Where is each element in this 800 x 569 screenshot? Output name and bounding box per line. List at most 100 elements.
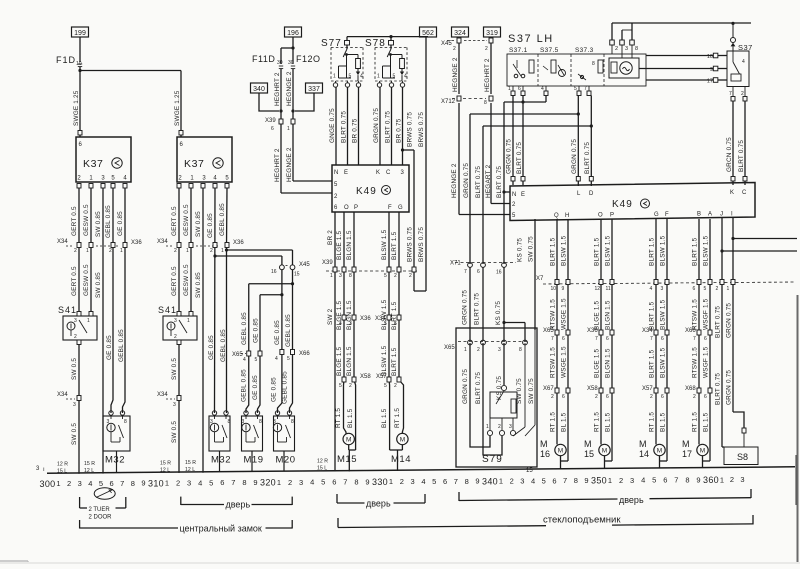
svg-text:1: 1 (187, 318, 190, 324)
svg-text:M14: M14 (391, 454, 411, 465)
svg-text:12 R: 12 R (317, 459, 328, 465)
svg-text:12 L: 12 L (160, 467, 170, 473)
svg-text:HEGHRT 2: HEGHRT 2 (484, 58, 491, 92)
svg-text:BLGE 1.5: BLGE 1.5 (336, 346, 343, 376)
svg-text:2: 2 (453, 46, 456, 52)
svg-text:M19: M19 (244, 455, 264, 466)
svg-text:X71: X71 (450, 261, 461, 267)
svg-text:SWGE 1.25: SWGE 1.25 (174, 90, 181, 126)
svg-text:4: 4 (213, 176, 217, 182)
svg-text:2: 2 (174, 334, 177, 340)
svg-text:3: 3 (520, 476, 524, 485)
svg-text:BL 1.5: BL 1.5 (561, 412, 568, 432)
svg-text:2: 2 (77, 176, 81, 182)
svg-text:2: 2 (288, 478, 292, 487)
svg-text:SW 0.85: SW 0.85 (95, 211, 102, 237)
svg-text:3: 3 (339, 273, 342, 279)
svg-text:BLSW 1.5: BLSW 1.5 (381, 229, 388, 260)
svg-text:M: M (346, 437, 351, 444)
svg-text:2 TUER: 2 TUER (89, 507, 111, 513)
svg-text:BLGN 1.5: BLGN 1.5 (605, 348, 612, 378)
svg-text:15: 15 (294, 272, 300, 278)
svg-text:SWGE 1.25: SWGE 1.25 (73, 90, 80, 126)
svg-text:X66: X66 (299, 351, 310, 357)
svg-text:15 R: 15 R (84, 461, 95, 467)
svg-text:11: 11 (606, 286, 611, 292)
svg-text:HEGHRT 2: HEGHRT 2 (274, 148, 281, 182)
svg-text:X66: X66 (685, 328, 696, 334)
svg-text:8: 8 (465, 477, 469, 486)
svg-text:16: 16 (540, 449, 550, 459)
svg-text:RTSW 1.5: RTSW 1.5 (692, 347, 699, 378)
svg-text:KS 0.75: KS 0.75 (496, 376, 503, 400)
svg-text:SW 0.85: SW 0.85 (95, 272, 102, 298)
svg-text:RT 1.5: RT 1.5 (649, 412, 656, 432)
svg-text:1: 1 (287, 126, 290, 132)
svg-text:8: 8 (519, 347, 522, 353)
svg-text:BLGE 1.5: BLGE 1.5 (336, 230, 343, 260)
svg-text:6: 6 (663, 476, 667, 485)
svg-text:I: I (731, 212, 733, 218)
svg-text:GERT 0.5: GERT 0.5 (71, 206, 78, 236)
svg-text:15 L: 15 L (317, 466, 327, 472)
svg-text:GRCN 0.75: GRCN 0.75 (726, 137, 733, 172)
svg-text:8: 8 (574, 476, 578, 485)
svg-text:X34: X34 (375, 316, 386, 322)
svg-text:X58: X58 (587, 386, 598, 392)
svg-text:6: 6 (180, 142, 184, 148)
svg-text:1: 1 (87, 318, 90, 324)
svg-text:2: 2 (74, 334, 77, 340)
svg-text:X39: X39 (322, 260, 333, 266)
svg-text:1: 1 (221, 248, 224, 254)
svg-text:BLRT 1.5: BLRT 1.5 (649, 237, 656, 266)
svg-text:S78: S78 (365, 38, 386, 49)
svg-text:S41: S41 (58, 305, 77, 315)
svg-text:X34: X34 (157, 392, 168, 398)
svg-text:GE 0.85: GE 0.85 (117, 211, 124, 236)
svg-text:K: K (376, 170, 380, 176)
svg-text:30: 30 (288, 60, 294, 66)
svg-text:4: 4 (650, 286, 653, 292)
svg-text:C: C (742, 190, 747, 196)
svg-text:BLRT 0.75: BLRT 0.75 (715, 373, 722, 405)
svg-text:16: 16 (496, 270, 502, 276)
svg-text:6: 6 (704, 394, 707, 400)
svg-text:8: 8 (635, 46, 638, 52)
svg-text:BLSW 1.5: BLSW 1.5 (381, 299, 388, 330)
svg-text:7: 7 (120, 479, 124, 488)
svg-text:17: 17 (682, 449, 692, 459)
svg-text:1: 1 (720, 475, 724, 484)
svg-text:4: 4 (531, 476, 535, 485)
svg-text:2: 2 (174, 248, 177, 254)
svg-text:6: 6 (562, 394, 565, 400)
svg-text:7: 7 (595, 336, 598, 342)
svg-text:2: 2 (67, 479, 71, 488)
svg-text:8: 8 (259, 419, 262, 425)
svg-text:X7: X7 (536, 276, 544, 282)
svg-text:5: 5 (339, 383, 342, 389)
svg-text:центральный замок: центральный замок (180, 524, 262, 534)
svg-text:2: 2 (498, 424, 501, 430)
svg-text:H: H (565, 213, 569, 219)
svg-text:HEGNGE 2: HEGNGE 2 (286, 71, 293, 106)
svg-text:8: 8 (685, 475, 689, 484)
svg-text:3: 3 (661, 286, 664, 292)
svg-text:340: 340 (253, 86, 265, 93)
svg-text:2: 2 (716, 286, 719, 292)
svg-text:8: 8 (349, 273, 352, 279)
svg-text:2: 2 (485, 46, 488, 52)
svg-text:15: 15 (526, 468, 533, 474)
svg-text:3: 3 (740, 475, 744, 484)
svg-text:3: 3 (174, 318, 177, 324)
svg-text:2: 2 (74, 248, 77, 254)
svg-text:M: M (639, 439, 647, 449)
svg-text:S37.1: S37.1 (509, 47, 528, 54)
svg-text:4: 4 (123, 176, 127, 182)
svg-text:M: M (657, 448, 662, 455)
svg-text:7: 7 (563, 476, 567, 485)
svg-text:D: D (589, 191, 594, 197)
svg-text:9: 9 (696, 475, 700, 484)
svg-text:RT 1.5: RT 1.5 (692, 412, 699, 432)
svg-text:4: 4 (404, 74, 407, 80)
svg-text:F1D: F1D (56, 55, 76, 65)
